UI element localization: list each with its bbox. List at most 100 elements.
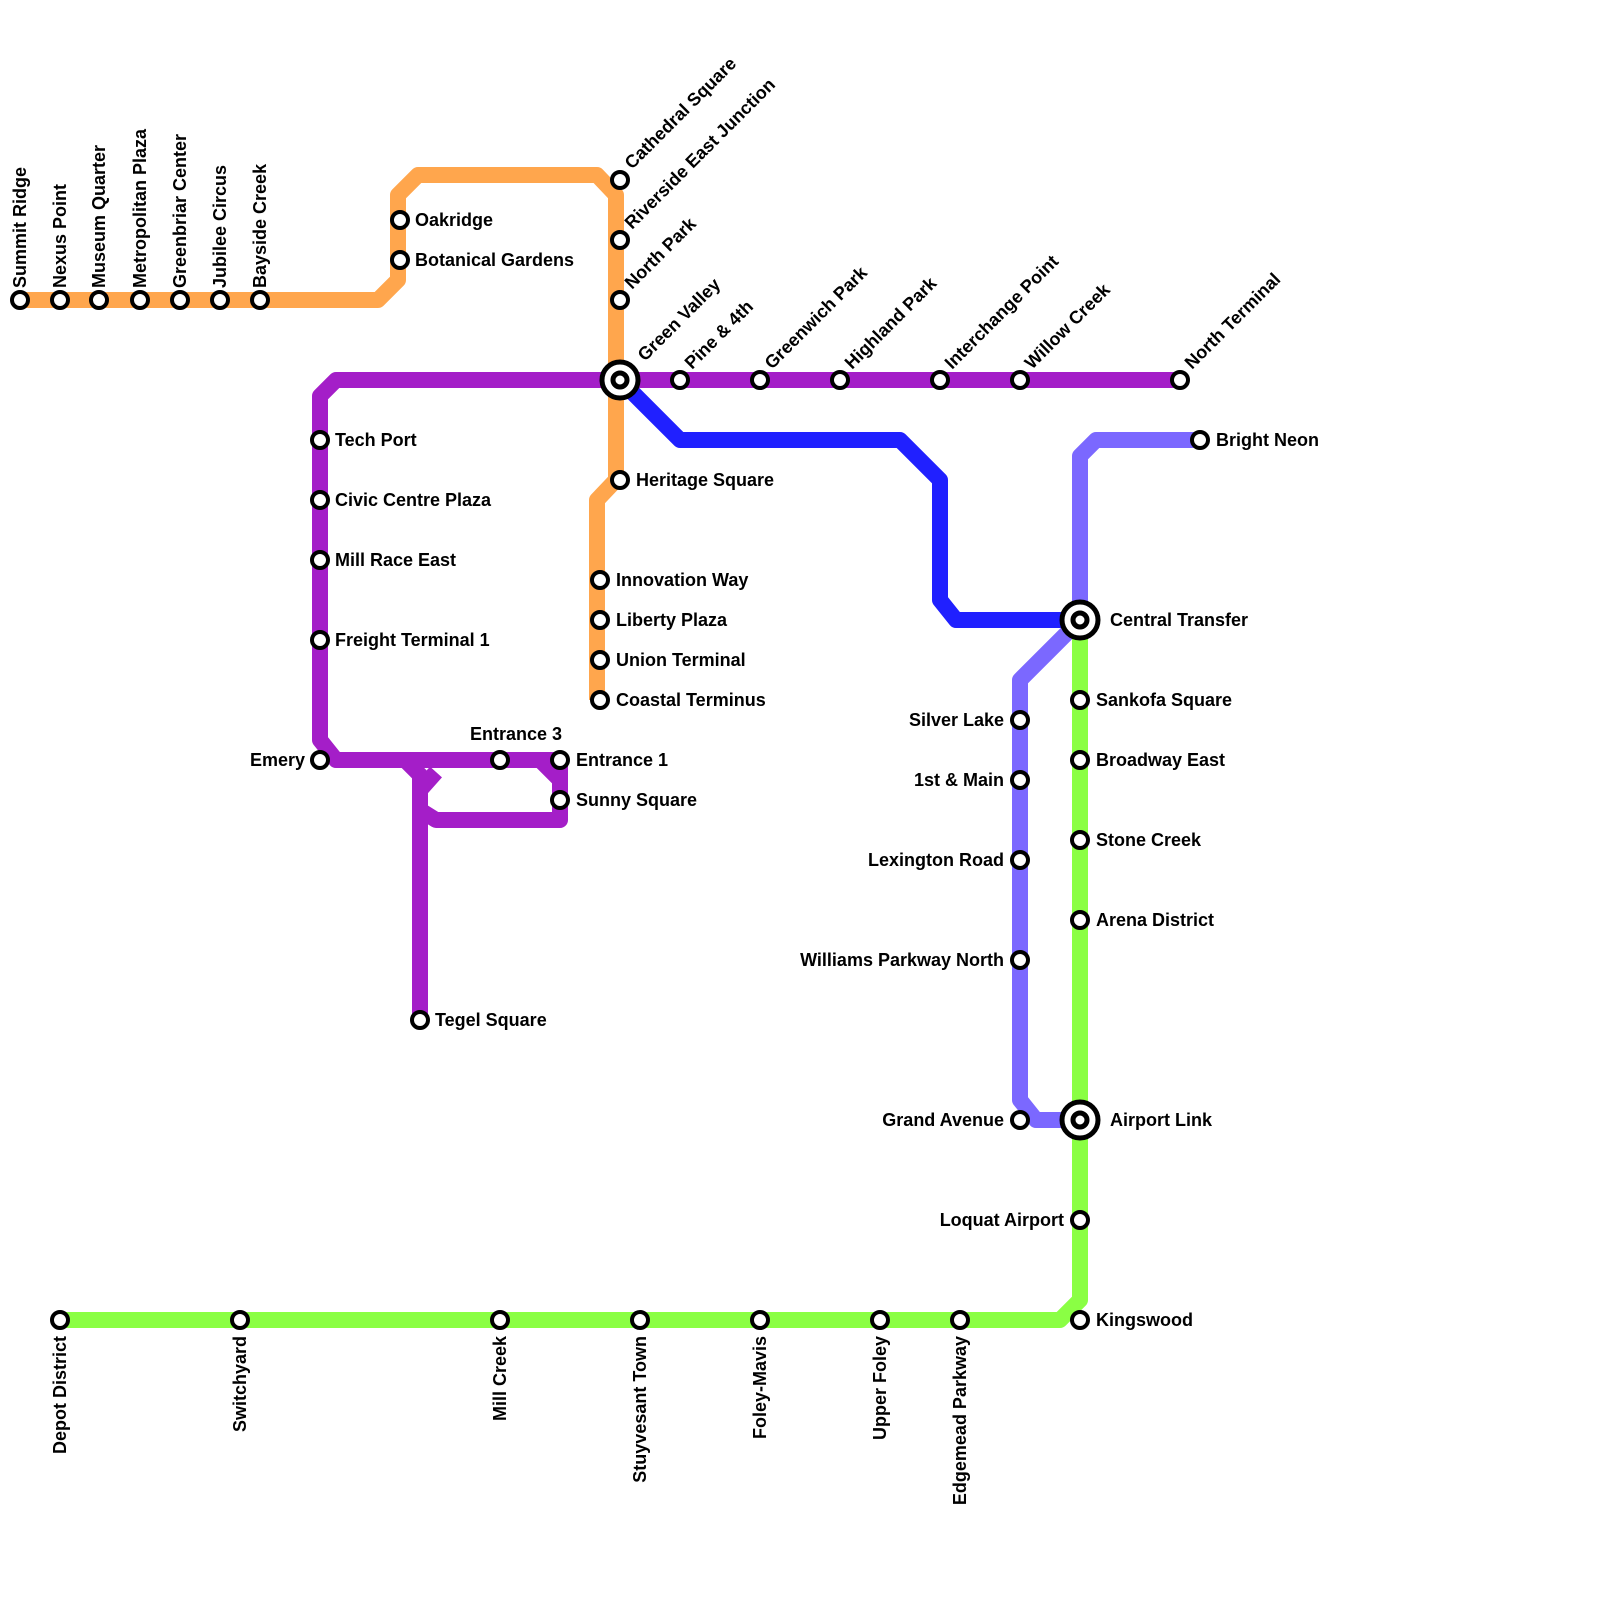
station-markers [10, 170, 1210, 1330]
label-tech-port: Tech Port [335, 430, 417, 450]
label-foley-mavis: Foley-Mavis [750, 1336, 770, 1439]
stop-metropolitan-plaza[interactable] [130, 290, 150, 310]
label-sankofa-square: Sankofa Square [1096, 690, 1232, 710]
stop-arena-district[interactable] [1070, 910, 1090, 930]
violet-line [1012, 432, 1200, 1128]
hub-green-valley[interactable] [599, 359, 641, 401]
stop-depot-district[interactable] [50, 1310, 70, 1330]
label-oakridge: Oakridge [415, 210, 493, 230]
stop-greenbriar-center[interactable] [170, 290, 190, 310]
green-line [60, 620, 1088, 1328]
stop-broadway-east[interactable] [1070, 750, 1090, 770]
stop-bright-neon[interactable] [1190, 430, 1210, 450]
stop-stuyvesant-town[interactable] [630, 1310, 650, 1330]
orange-line [20, 167, 624, 700]
hub-central-transfer[interactable] [1059, 599, 1101, 641]
label-kingswood: Kingswood [1096, 1310, 1193, 1330]
stop-nexus-point[interactable] [50, 290, 70, 310]
label-broadway-east: Broadway East [1096, 750, 1225, 770]
stop-edgemead-parkway[interactable] [950, 1310, 970, 1330]
label-edgemead-parkway: Edgemead Parkway [950, 1336, 970, 1505]
stop-interchange-point[interactable] [930, 370, 950, 390]
stop-entrance-1[interactable] [550, 750, 570, 770]
label-emery: Emery [250, 750, 305, 770]
stop-williams-parkway-north[interactable] [1010, 950, 1030, 970]
label-jubilee-circus: Jubilee Circus [210, 165, 230, 288]
label-north-terminal: North Terminal [1181, 269, 1285, 373]
label-upper-foley: Upper Foley [870, 1336, 890, 1440]
stop-botanical-gardens[interactable] [390, 250, 410, 270]
label-stone-creek: Stone Creek [1096, 830, 1202, 850]
stop-jubilee-circus[interactable] [210, 290, 230, 310]
stop-mill-creek[interactable] [490, 1310, 510, 1330]
stop-summit-ridge[interactable] [10, 290, 30, 310]
stop-oakridge[interactable] [390, 210, 410, 230]
label-summit-ridge: Summit Ridge [10, 167, 30, 288]
label-lexington-road: Lexington Road [868, 850, 1004, 870]
stop-loquat-airport[interactable] [1070, 1210, 1090, 1230]
stop-highland-park[interactable] [830, 370, 850, 390]
stop-switchyard[interactable] [230, 1310, 250, 1330]
label-greenbriar-center: Greenbriar Center [170, 134, 190, 288]
label-central-transfer: Central Transfer [1110, 610, 1248, 630]
label-heritage-square: Heritage Square [636, 470, 774, 490]
stop-pine-4th[interactable] [670, 370, 690, 390]
stop-tegel-square[interactable] [410, 1010, 430, 1030]
stop-north-park[interactable] [610, 290, 630, 310]
stop-coastal-terminus[interactable] [590, 690, 610, 710]
purple-line-branch [399, 754, 428, 1020]
stop-sankofa-square[interactable] [1070, 690, 1090, 710]
hub-airport-link[interactable] [1059, 1099, 1101, 1141]
label-innovation-way: Innovation Way [616, 570, 748, 590]
label-stuyvesant-town: Stuyvesant Town [630, 1336, 650, 1483]
stop-grand-avenue[interactable] [1010, 1110, 1030, 1130]
stop-upper-foley[interactable] [870, 1310, 890, 1330]
label-mill-creek: Mill Creek [490, 1335, 510, 1421]
stop-foley-mavis[interactable] [750, 1310, 770, 1330]
label-cathedral-square: Cathedral Square [621, 53, 741, 173]
stop-cathedral-square[interactable] [610, 170, 630, 190]
stop-first-main[interactable] [1010, 770, 1030, 790]
label-union-terminal: Union Terminal [616, 650, 746, 670]
stop-emery[interactable] [310, 750, 330, 770]
label-grand-avenue: Grand Avenue [882, 1110, 1004, 1130]
stop-innovation-way[interactable] [590, 570, 610, 590]
stop-sunny-square[interactable] [550, 790, 570, 810]
label-freight-terminal-1: Freight Terminal 1 [335, 630, 490, 650]
stop-greenwich-park[interactable] [750, 370, 770, 390]
blue-line [614, 374, 1080, 628]
label-metropolitan-plaza: Metropolitan Plaza [130, 128, 150, 288]
label-mill-race-east: Mill Race East [335, 550, 456, 570]
stop-silver-lake[interactable] [1010, 710, 1030, 730]
label-liberty-plaza: Liberty Plaza [616, 610, 728, 630]
stop-freight-terminal-1[interactable] [310, 630, 330, 650]
route-lines [20, 167, 1200, 1328]
stop-entrance-3[interactable] [490, 750, 510, 770]
stop-bayside-creek[interactable] [250, 290, 270, 310]
stop-riverside-east-junction[interactable] [610, 230, 630, 250]
label-entrance-1: Entrance 1 [576, 750, 668, 770]
stop-north-terminal[interactable] [1170, 370, 1190, 390]
stop-mill-race-east[interactable] [310, 550, 330, 570]
stop-union-terminal[interactable] [590, 650, 610, 670]
stop-lexington-road[interactable] [1010, 850, 1030, 870]
stop-tech-port[interactable] [310, 430, 330, 450]
label-bright-neon: Bright Neon [1216, 430, 1319, 450]
stop-liberty-plaza[interactable] [590, 610, 610, 630]
label-nexus-point: Nexus Point [50, 184, 70, 288]
stop-civic-centre-plaza[interactable] [310, 490, 330, 510]
stop-kingswood[interactable] [1070, 1310, 1090, 1330]
label-sunny-square: Sunny Square [576, 790, 697, 810]
stop-heritage-square[interactable] [610, 470, 630, 490]
label-entrance-3: Entrance 3 [470, 724, 562, 744]
stop-willow-creek[interactable] [1010, 370, 1030, 390]
label-arena-district: Arena District [1096, 910, 1214, 930]
stop-stone-creek[interactable] [1070, 830, 1090, 850]
stop-museum-quarter[interactable] [89, 290, 109, 310]
purple-line-loop [414, 754, 568, 828]
label-bayside-creek: Bayside Creek [250, 163, 270, 288]
label-airport-link: Airport Link [1110, 1110, 1213, 1130]
label-first-main: 1st & Main [914, 770, 1004, 790]
interchange-hubs [599, 359, 1101, 1141]
